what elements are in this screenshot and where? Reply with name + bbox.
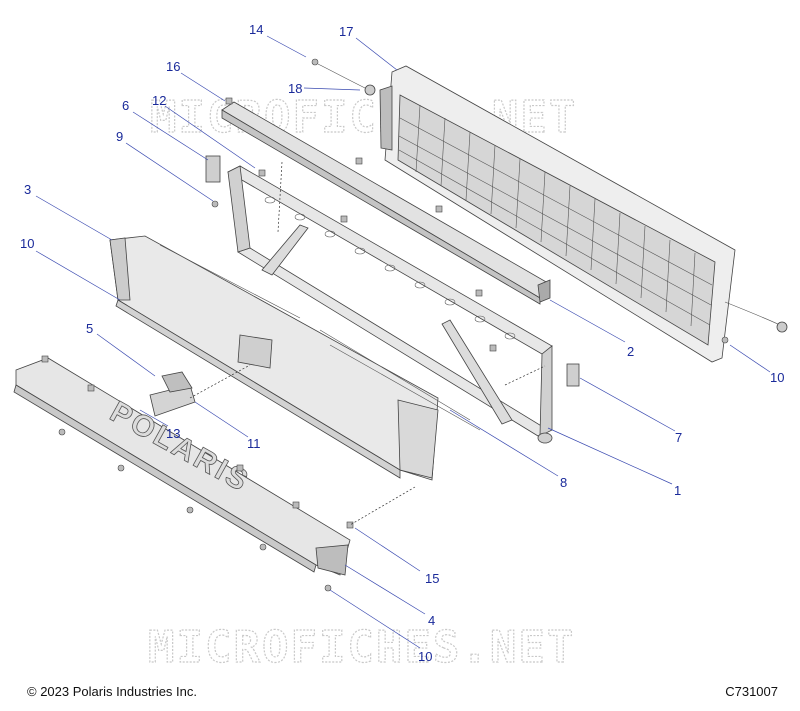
latch-cables [159,244,481,431]
cable-assembly-upper [317,63,376,96]
callout-12: 12 [152,93,166,108]
callout-16: 16 [166,59,180,74]
callout-3: 3 [24,182,31,197]
callout-13: 13 [166,426,180,441]
callout-4: 4 [428,613,435,628]
watermark-bottom: MICROFICHES.NET [148,622,575,673]
callout-2: 2 [627,344,634,359]
tailgate-inner-frame [379,65,736,363]
callout-1: 1 [674,483,681,498]
callout-6: 6 [122,98,129,113]
callout-11: 11 [247,436,261,451]
fasteners [41,58,729,592]
callout-15: 15 [425,571,439,586]
callout-10-bottom: 10 [418,649,432,664]
callout-10-right: 10 [770,370,784,385]
callout-labels: 14 17 18 16 12 6 9 3 10 2 10 5 7 13 11 8… [20,22,784,664]
structural-frame [227,165,553,444]
upper-cap-rail [221,101,551,305]
callout-18: 18 [288,81,302,96]
callout-8: 8 [560,475,567,490]
cable-assembly-right [724,301,788,333]
alignment-lines [189,161,546,526]
copyright-text: © 2023 Polaris Industries Inc. [27,684,197,699]
callout-10-left: 10 [20,236,34,251]
callout-7: 7 [675,430,682,445]
hinge-left [205,155,221,183]
leader-lines [35,35,771,649]
callout-5: 5 [86,321,93,336]
callout-17: 17 [339,24,353,39]
hinge-right [566,363,580,387]
tailgate-outer-panel [109,235,439,481]
callout-9: 9 [116,129,123,144]
diagram-code: C731007 [725,684,778,699]
latch-handle [149,371,196,417]
callout-14: 14 [249,22,263,37]
